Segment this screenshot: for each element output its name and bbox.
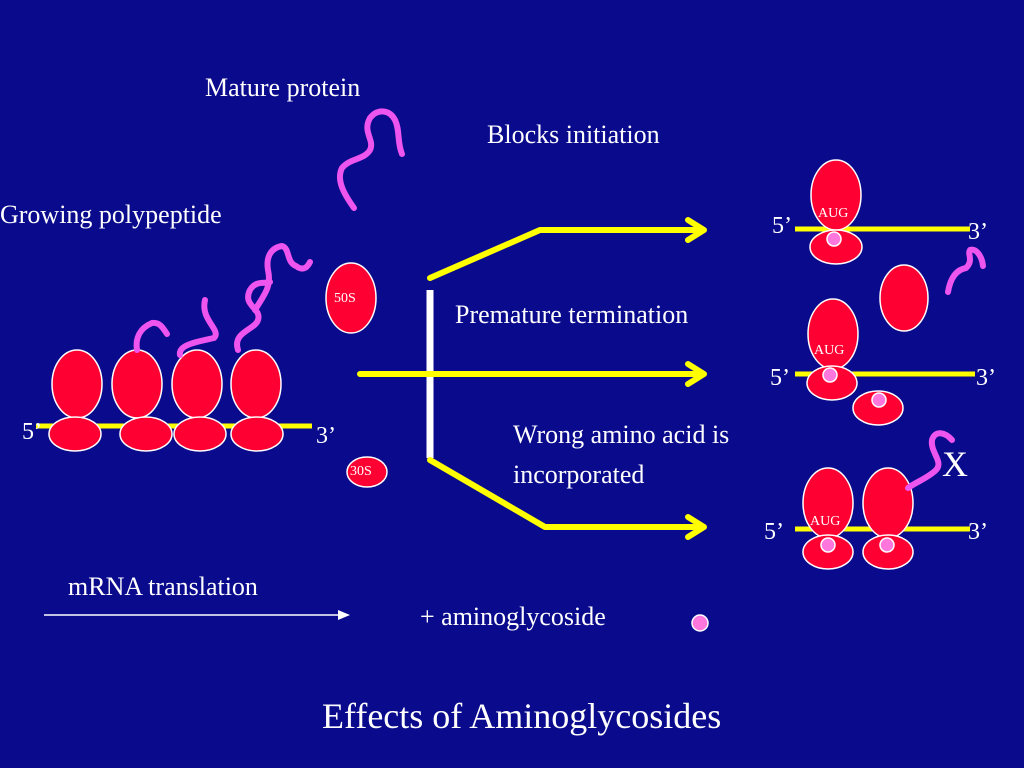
- arrowhead-blocks-initiation: [685, 217, 707, 243]
- bound-aminoglycoside: [822, 367, 838, 383]
- mrna-translation-arrowhead: [338, 610, 350, 620]
- ribosome-small-subunit: [809, 229, 863, 265]
- bound-aminoglycoside: [826, 231, 842, 247]
- arrow-blocks-initiation: [427, 227, 703, 281]
- x-mark: X: [942, 444, 968, 484]
- label-five-prime-left: 5’: [22, 419, 42, 445]
- arrowhead-wrong-amino-acid: [685, 514, 707, 540]
- aminoglycoside-legend-dot: [691, 614, 709, 632]
- label-three-prime-left: 3’: [316, 423, 336, 449]
- ribosome-small-subunit: [806, 365, 858, 401]
- label-growing-polypeptide: Growing polypeptide: [0, 200, 222, 229]
- ribosome-small-subunit: [48, 416, 102, 452]
- aberrant-polypeptide: [905, 430, 955, 491]
- ribosome-large-subunit: [230, 349, 282, 419]
- 30s-subunit: [346, 456, 388, 488]
- label-wrong-amino-acid-line2: incorporated: [513, 460, 645, 489]
- arrow-wrong-amino-acid: [427, 457, 703, 530]
- polypeptide-chain: [176, 297, 219, 358]
- bound-aminoglycoside: [879, 537, 895, 553]
- label-three-prime-misreading: 3’: [968, 519, 988, 545]
- label-mature-protein: Mature protein: [205, 73, 361, 102]
- label-three-prime-initiation: 3’: [968, 219, 988, 245]
- label-mrna-translation: mRNA translation: [68, 572, 258, 601]
- polypeptide-chain: [133, 319, 170, 353]
- label-wrong-amino-acid-line1: Wrong amino acid is: [513, 420, 730, 449]
- released-large-subunit: [879, 264, 929, 332]
- ribosome-small-subunit: [230, 416, 284, 452]
- label-blocks-initiation: Blocks initiation: [487, 120, 660, 149]
- bound-aminoglycoside: [871, 392, 887, 408]
- label-aug-misreading: AUG: [810, 514, 841, 529]
- label-30s: 30S: [350, 464, 372, 479]
- label-five-prime-initiation: 5’: [772, 213, 792, 239]
- mature-protein-chain: [336, 108, 405, 211]
- label-50s: 50S: [334, 291, 356, 306]
- ribosome-large-subunit: [862, 467, 914, 539]
- polysome: [48, 349, 284, 452]
- polypeptide-chain: [234, 279, 273, 353]
- ribosome-large-subunit: [171, 349, 223, 419]
- ribosome-small-subunit: [173, 416, 227, 452]
- arrowhead-premature-termination: [685, 361, 707, 387]
- ribosome-large-subunit: [51, 349, 103, 419]
- ribosome-small-subunit: [119, 416, 173, 452]
- label-five-prime-misreading: 5’: [764, 519, 784, 545]
- truncated-polypeptide: [945, 246, 986, 295]
- released-small-subunit: [852, 390, 904, 426]
- ribosome-large-subunit: [111, 349, 163, 419]
- label-aminoglycoside-legend: + aminoglycoside: [420, 602, 606, 631]
- growing-polypeptide-chains: [133, 243, 313, 358]
- label-aug-initiation: AUG: [818, 206, 849, 221]
- label-aug-termination: AUG: [814, 343, 845, 358]
- page-title: Effects of Aminoglycosides: [322, 696, 722, 736]
- label-five-prime-termination: 5’: [770, 365, 790, 391]
- label-three-prime-termination: 3’: [976, 365, 996, 391]
- bound-aminoglycoside: [820, 537, 836, 553]
- polypeptide-chain: [252, 243, 313, 313]
- label-premature-termination: Premature termination: [455, 300, 689, 329]
- 50s-subunit: [325, 262, 377, 334]
